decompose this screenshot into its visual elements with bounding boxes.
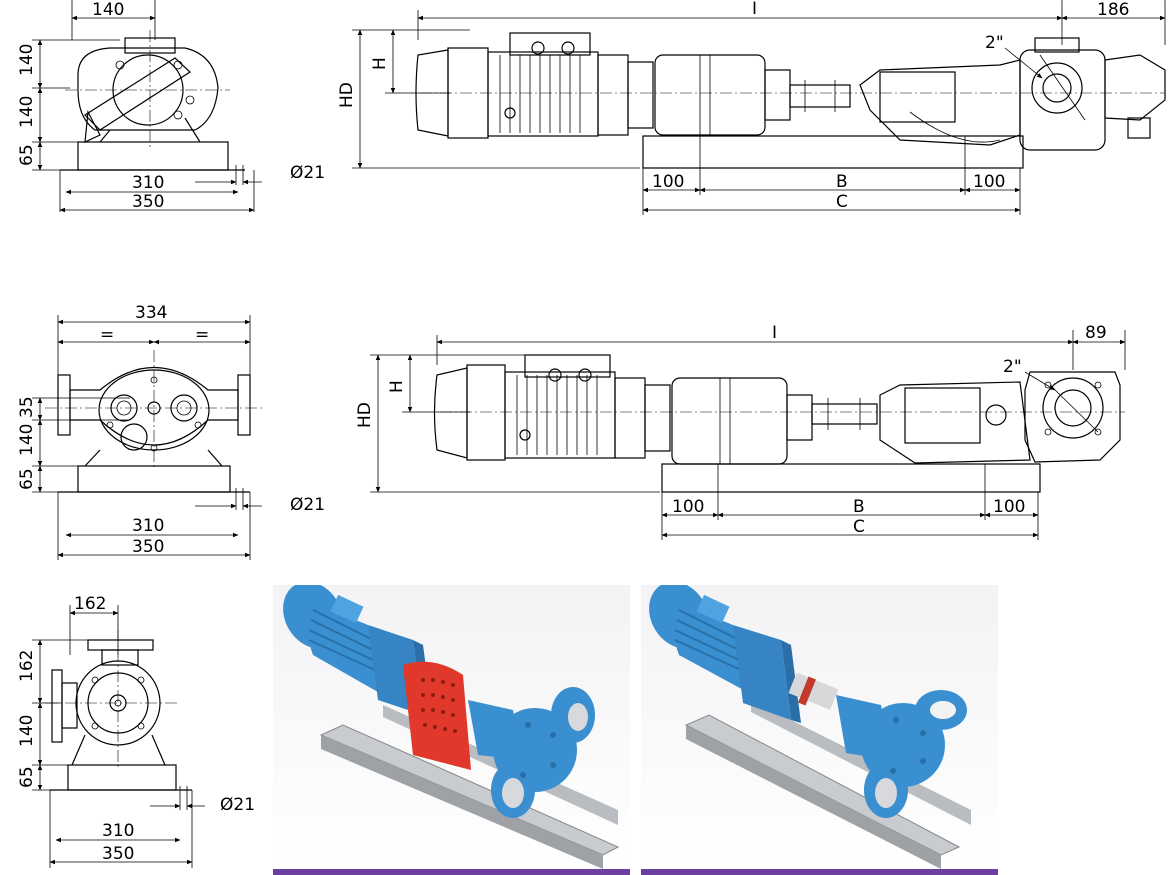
c3-side-base-inner: 310 [102, 821, 134, 841]
c2-margin-left: 100 [672, 497, 704, 517]
c3-side-width: 162 [74, 594, 106, 614]
c1-side-h-mid: 140 [17, 96, 37, 128]
c2-side-hole: Ø21 [290, 495, 325, 515]
config2-main-view: I 89 HD H [355, 323, 1126, 540]
pump-photo-without-guard [641, 585, 998, 875]
c2-h: H [387, 380, 407, 393]
config1-main-view: I 186 HD H [337, 0, 1166, 215]
c1-side-hole: Ø21 [290, 163, 325, 183]
c1-port: 2" [985, 33, 1004, 53]
c1-margin-left: 100 [652, 172, 684, 192]
c2-c: C [853, 517, 865, 537]
c2-side-width: 334 [135, 303, 167, 323]
c1-end-dim: 186 [1097, 0, 1129, 20]
c1-side-width: 140 [92, 0, 124, 20]
c1-b: B [836, 172, 848, 192]
c2-margin-right: 100 [993, 497, 1025, 517]
c3-side-h-mid: 140 [17, 715, 37, 747]
c1-margin-right: 100 [973, 172, 1005, 192]
c2-side-base-outer: 350 [132, 537, 164, 557]
c2-overall-length: I [772, 323, 777, 343]
c3-side-h-top: 162 [17, 650, 37, 682]
c1-c: C [836, 192, 848, 212]
c1-overall-length: I [752, 0, 757, 19]
c2-side-h-mid: 140 [17, 424, 37, 456]
c1-hd: HD [337, 82, 357, 108]
c2-hd: HD [355, 402, 375, 428]
c1-side-h-base: 65 [17, 144, 37, 166]
c3-side-h-base: 65 [17, 766, 37, 788]
c2-end-dim: 89 [1085, 323, 1107, 343]
c2-side-eq2: = [195, 325, 209, 345]
config3-side-view: 162 162 140 65 Ø21 310 [17, 594, 255, 868]
c2-port: 2" [1003, 357, 1022, 377]
c1-side-h-top: 140 [17, 44, 37, 76]
c2-side-eq1: = [100, 325, 114, 345]
pump-photo-with-guard [273, 585, 630, 875]
c1-side-base-outer: 350 [132, 192, 164, 212]
c3-side-hole: Ø21 [220, 795, 255, 815]
c3-side-base-outer: 350 [102, 844, 134, 864]
c2-side-h-base: 65 [17, 468, 37, 490]
config2-side-view: 334 = = 35 140 65 Ø21 [17, 303, 325, 560]
config1-side-view: 140 140 140 65 Ø21 310 350 [17, 0, 325, 213]
c2-side-h-top: 35 [17, 396, 37, 418]
c1-side-base-inner: 310 [132, 173, 164, 193]
c2-side-base-inner: 310 [132, 516, 164, 536]
c1-h: H [370, 57, 390, 70]
c2-b: B [853, 497, 865, 517]
